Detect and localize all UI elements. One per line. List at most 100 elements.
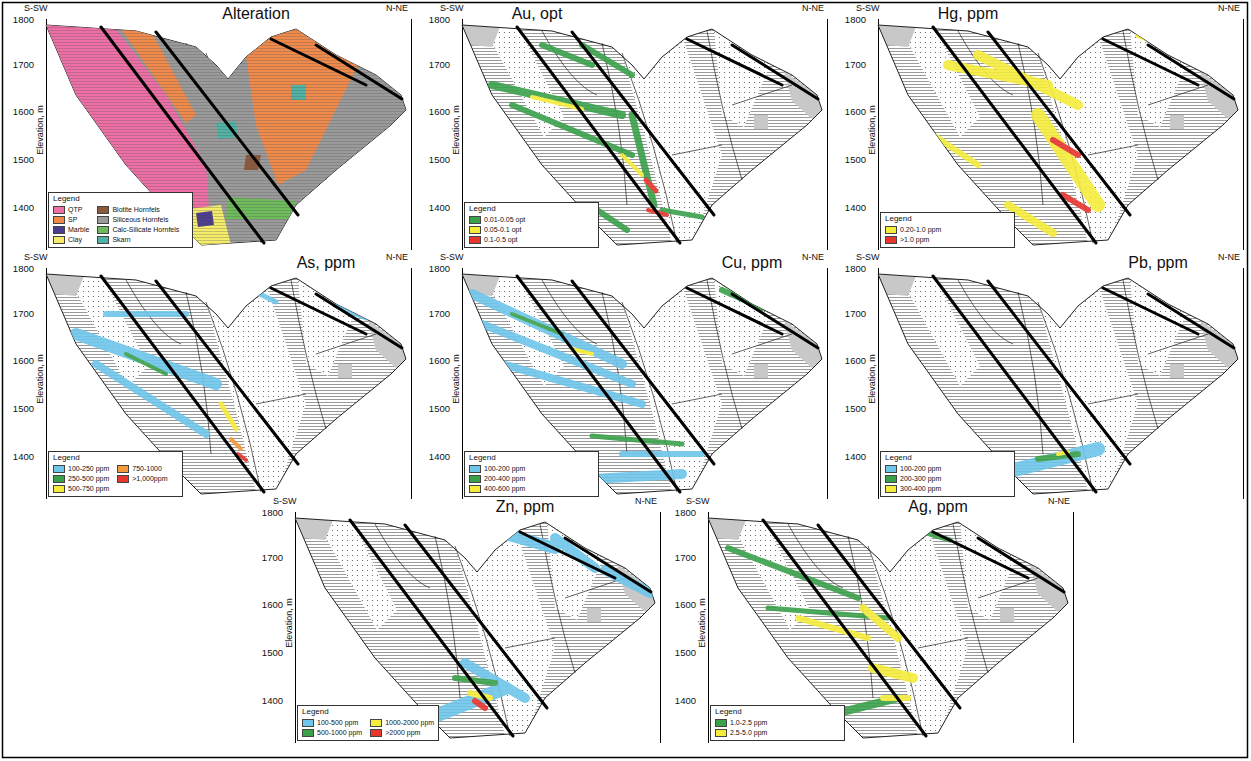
direction-label: N-NE (386, 4, 408, 13)
legend-box: Legend100-200 ppm200-400 ppm400-600 ppm (464, 451, 599, 497)
axis-tick-label: 1800 (675, 508, 696, 518)
axis-tick-label: 1400 (429, 203, 450, 213)
legend-text: Skarn (112, 236, 130, 244)
axis-tick-label: 1400 (429, 452, 450, 462)
section-use (47, 19, 412, 250)
legend-column: 100-200 ppm200-300 ppm300-400 ppm (885, 465, 941, 493)
axis-title: Elevation, m (868, 105, 877, 155)
legend-column: 100-250 ppm 250-500 ppm 500-750 ppm (53, 465, 109, 493)
legend-swatch (53, 206, 65, 214)
section-use (101, 27, 402, 243)
legend-column: QTPSPMarbleClay (53, 206, 89, 244)
axis-tick-label: 1700 (13, 60, 34, 70)
section-path (455, 678, 495, 683)
section-path (256, 292, 276, 302)
legend-swatch (117, 475, 129, 483)
legend-text: 0.01-0.05 opt (484, 216, 525, 224)
legend-text: 100-500 ppm (317, 719, 358, 727)
legend-text: 1000-2000 ppm (385, 719, 434, 727)
legend-entry: SP (53, 216, 89, 224)
legend-swatch (715, 719, 727, 727)
legend-entry: 250-500 ppm (53, 475, 109, 483)
legend-entry: 100-500 ppm (302, 719, 362, 727)
legend-swatch (53, 216, 65, 224)
legend-column: Biotite HornfelsSiliceous HornfelsCalc-S… (97, 206, 179, 244)
section-use (879, 268, 1244, 499)
legend-entry: 0.05-0.1 opt (469, 226, 525, 234)
axis-tick-label: 1700 (675, 553, 696, 563)
panel-title: Pb, ppm (1126, 255, 1190, 271)
section-use (933, 27, 1234, 243)
section-panel: AlterationLegendQTPSPMarbleClayBiotite H… (6, 5, 414, 250)
axis-tick-label: 1400 (675, 696, 696, 706)
section-g (728, 534, 950, 713)
legend-swatch (97, 206, 109, 214)
legend-entry: 750-1000 (117, 465, 167, 473)
axis-tick-label: 1400 (13, 203, 34, 213)
legend-text: 500-750 ppm (68, 485, 109, 493)
section-use (709, 512, 1074, 743)
legend-heading: Legend (53, 195, 188, 204)
section-g (46, 25, 406, 245)
section-path (475, 701, 485, 708)
section-g (878, 19, 1244, 250)
axis-title: Elevation, m (452, 105, 461, 155)
section-path (1138, 35, 1178, 50)
section-path (728, 548, 858, 598)
legend-swatch (885, 465, 897, 473)
axis-tick-label: 1700 (845, 309, 866, 319)
legend-column: 100-500 ppm 500-1000 ppm (302, 719, 362, 737)
section-panel: Hg, ppmLegend0.20-1.0 ppm>1.0 ppmS-SWN-N… (838, 5, 1246, 250)
legend-entry: Biotite Hornfels (97, 206, 179, 214)
direction-label: N-NE (635, 497, 657, 506)
axis-tick-label: 1800 (262, 508, 283, 518)
section-panel: Pb, ppmLegend100-200 ppm200-300 ppm300-4… (838, 254, 1246, 499)
panel-title: Ag, ppm (906, 499, 970, 515)
legend-text: >2000 ppm (385, 729, 420, 737)
axis-tick-label: 1700 (13, 309, 34, 319)
section-use (350, 520, 651, 736)
direction-label: S-SW (24, 253, 48, 262)
legend-entry: 100-200 ppm (469, 465, 525, 473)
section-path (918, 125, 978, 165)
legend-entry: 1000-2000 ppm (370, 719, 434, 727)
legend-swatch (302, 719, 314, 727)
legend-entry: 500-1000 ppm (302, 729, 362, 737)
legend-heading: Legend (885, 215, 1010, 224)
section-g (425, 534, 650, 720)
axis-tick-label: 1600 (13, 356, 34, 366)
legend-entry: 400-600 ppm (469, 485, 525, 493)
section-g (462, 268, 828, 499)
legend-text: 100-250 ppm (68, 465, 109, 473)
legend-box: Legend0.01-0.05 opt0.05-0.1 opt0.1-0.5 o… (464, 202, 599, 248)
legend-entry: >1,000ppm (117, 475, 167, 483)
direction-label: N-NE (386, 253, 408, 262)
legend-swatch (53, 485, 65, 493)
section-use (763, 520, 1064, 736)
legend-entry: 500-750 ppm (53, 485, 109, 493)
section-path (512, 105, 632, 155)
axis-tick-label: 1500 (675, 648, 696, 658)
legend-swatch (469, 216, 481, 224)
legend-text: 0.05-0.1 opt (484, 226, 521, 234)
axis-tick-label: 1800 (13, 264, 34, 274)
legend-column: 100-200 ppm200-400 ppm400-600 ppm (469, 465, 525, 493)
section-path (605, 570, 650, 593)
section-g (295, 512, 661, 743)
legend-swatch (53, 465, 65, 473)
legend-entry: Marble (53, 226, 89, 234)
axis-tick-label: 1400 (262, 696, 283, 706)
legend-text: 0.1-0.5 opt (484, 236, 517, 244)
legend-box: LegendQTPSPMarbleClayBiotite HornfelsSil… (48, 192, 193, 248)
legend-text: 0.20-1.0 ppm (900, 226, 941, 234)
section-g (918, 35, 1178, 233)
legend-text: >1,000ppm (132, 475, 167, 483)
panel-title: As, ppm (295, 255, 358, 271)
legend-swatch (715, 729, 727, 737)
legend-swatch (302, 729, 314, 737)
section-path (978, 55, 1078, 105)
legend-swatch (117, 465, 129, 473)
axis-tick-label: 1400 (13, 452, 34, 462)
legend-text: 2.5-5.0 ppm (730, 729, 767, 737)
legend-column: 1.0-2.5 ppm2.5-5.0 ppm (715, 719, 767, 737)
